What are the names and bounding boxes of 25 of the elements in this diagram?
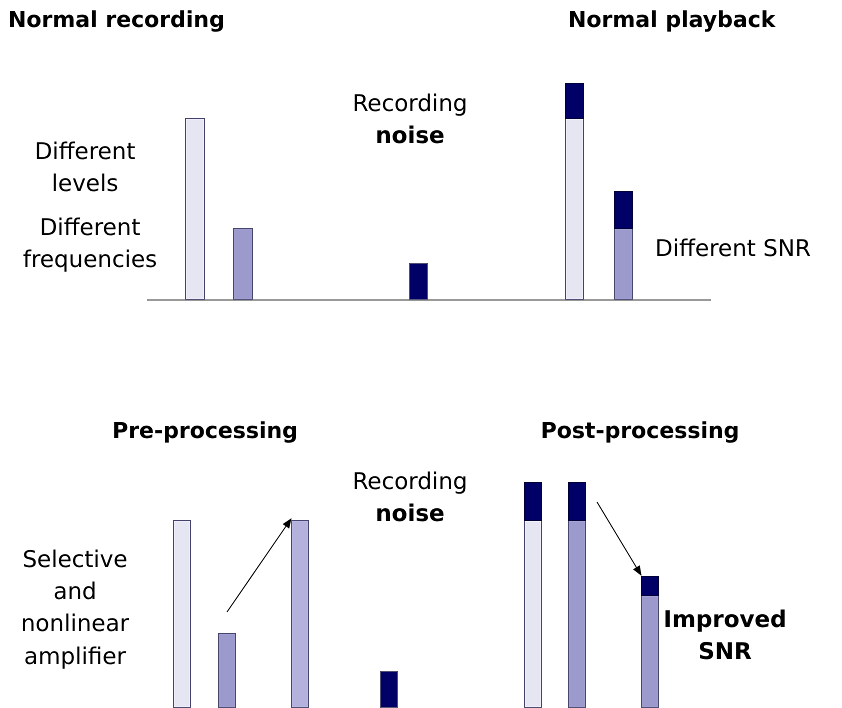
stacked-bar: [524, 482, 542, 708]
bar: [185, 118, 205, 300]
arrow: [596, 502, 642, 576]
stacked-bar: [565, 83, 584, 300]
panel-heading: Normal recording: [8, 7, 226, 35]
bar: [218, 633, 236, 708]
bar: [409, 263, 428, 300]
noise-label: Recording noise: [351, 468, 469, 530]
bar: [233, 228, 253, 300]
bar: [173, 520, 191, 708]
panel-heading: Pre-processing: [111, 418, 299, 446]
panel-heading: Normal playback: [568, 7, 777, 35]
noise-label: Recording noise: [351, 90, 469, 152]
arrow: [226, 518, 292, 612]
panel-heading: Post-processing: [540, 418, 740, 446]
result-label: Improved SNR: [662, 606, 788, 668]
stacked-bar: [641, 576, 659, 708]
side-label: Different levels: [34, 138, 136, 200]
side-label: Different SNR: [655, 235, 812, 264]
side-label: Different frequencies: [22, 214, 158, 276]
side-label: Selective and nonlinear amplifier: [20, 546, 130, 672]
stacked-bar: [614, 191, 633, 300]
stacked-bar: [568, 482, 586, 708]
bar: [291, 520, 309, 708]
bar: [380, 671, 398, 708]
